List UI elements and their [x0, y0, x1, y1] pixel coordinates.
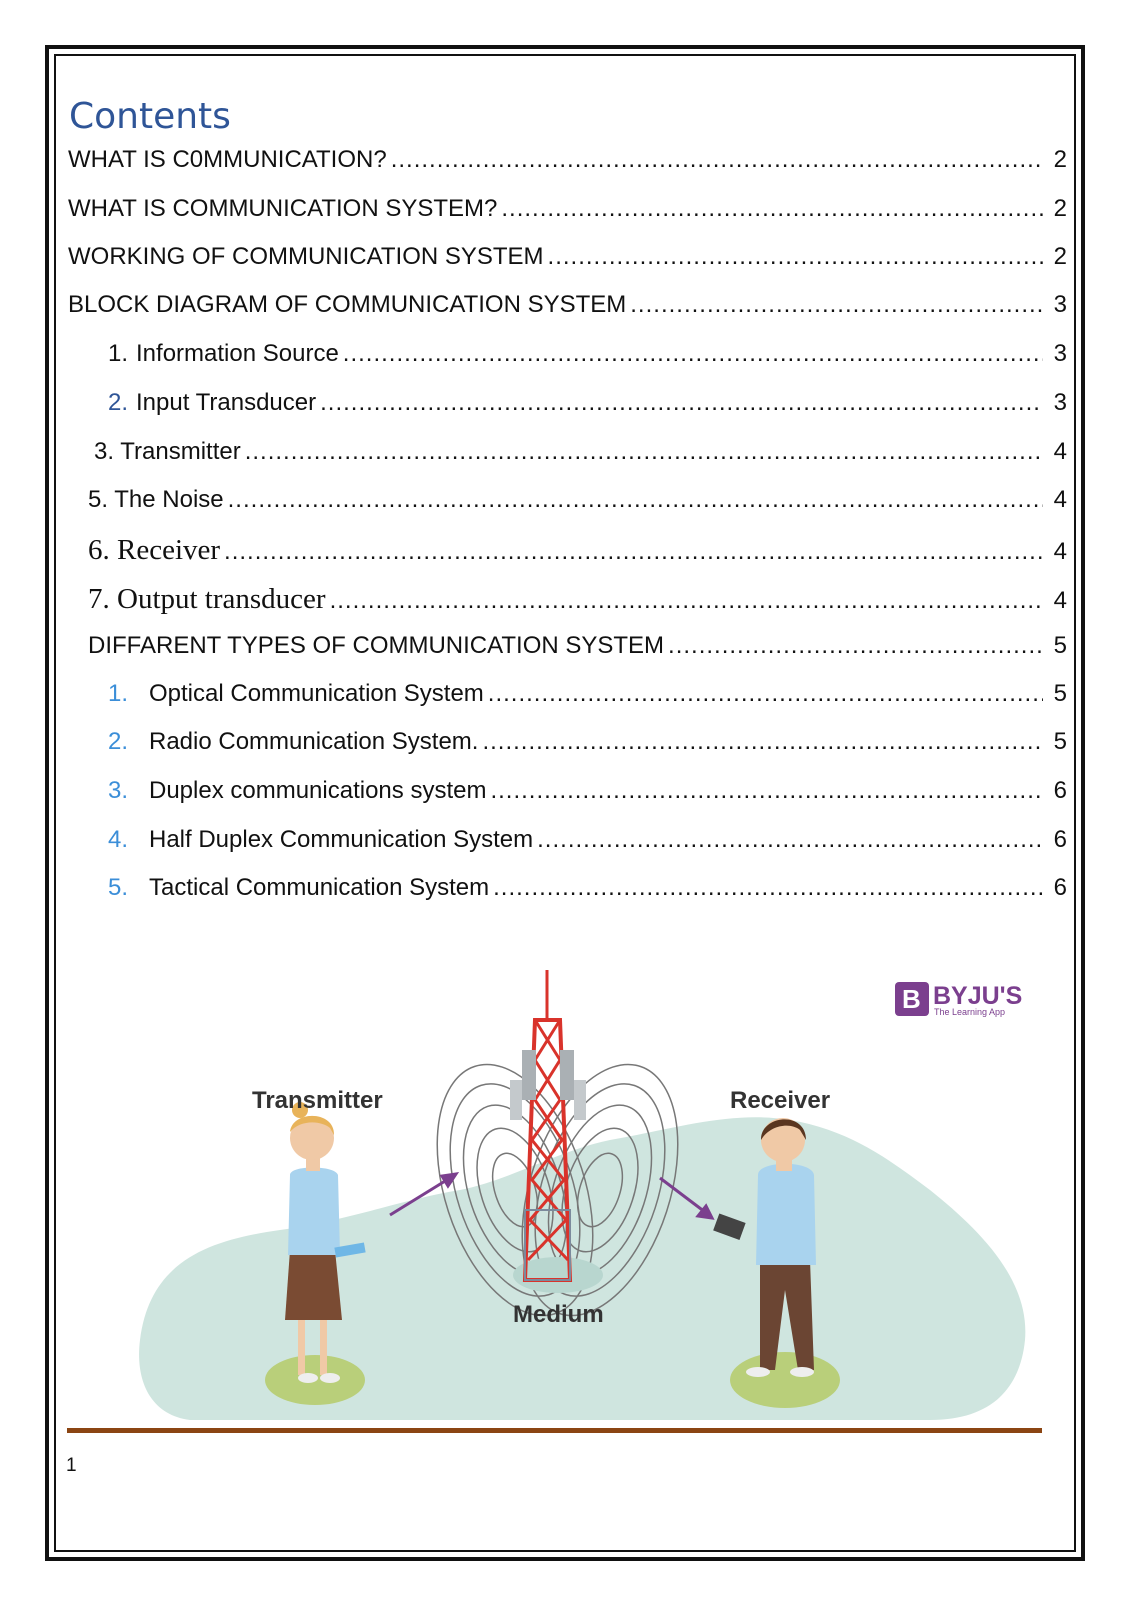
toc-entry-number: 4. — [108, 826, 129, 853]
toc-entry[interactable]: 4.Half Duplex Communication System6 — [108, 826, 1067, 856]
toc-entry[interactable]: 1.Information Source3 — [108, 340, 1067, 370]
toc-entry[interactable]: 5. The Noise4 — [88, 486, 1067, 516]
transmitter-label: Transmitter — [252, 1087, 383, 1114]
toc-entry-number: 5. — [108, 874, 129, 901]
toc-entry[interactable]: 2.Input Transducer3 — [108, 389, 1067, 419]
medium-label: Medium — [513, 1301, 604, 1328]
toc-entry-number: 3. — [108, 777, 129, 804]
brand-name: BYJU'S — [933, 982, 1022, 1010]
toc-entry[interactable]: WHAT IS C0MMUNICATION?2 — [68, 146, 1067, 176]
page-border-outer — [45, 45, 1085, 1561]
antenna-tower — [510, 970, 603, 1293]
toc-entry[interactable]: 3. Transmitter4 — [94, 438, 1067, 468]
toc-entry-number: 1. — [108, 680, 129, 707]
toc-entry[interactable]: 5.Tactical Communication System6 — [108, 874, 1067, 904]
toc-title: Contents — [69, 96, 231, 137]
toc-entry[interactable]: BLOCK DIAGRAM OF COMMUNICATION SYSTEM3 — [68, 291, 1067, 321]
transmitter-person — [265, 1102, 366, 1405]
toc-entry[interactable]: 7. Output transducer4 — [88, 583, 1067, 615]
communication-system-illustration: Transmitter Receiver Medium B BYJU'S The… — [139, 970, 1026, 1420]
toc-entry[interactable]: WORKING OF COMMUNICATION SYSTEM2 — [68, 243, 1067, 273]
page-number: 1 — [66, 1455, 77, 1476]
toc-entry[interactable]: WHAT IS COMMUNICATION SYSTEM?2 — [68, 195, 1067, 225]
toc-entry-number: 2. — [108, 728, 129, 755]
brand-tagline: The Learning App — [934, 1007, 1005, 1017]
toc-entry[interactable]: 1.Optical Communication System5 — [108, 680, 1067, 710]
footer-rule — [67, 1428, 1042, 1433]
radio-waves — [436, 1063, 679, 1317]
toc-entry[interactable]: 3.Duplex communications system6 — [108, 777, 1067, 807]
toc-entry-number: 1. — [108, 340, 129, 367]
toc-entry[interactable]: 6. Receiver4 — [88, 534, 1067, 566]
receiver-person — [713, 1118, 840, 1408]
page-border-inner — [54, 54, 1076, 1552]
toc-entry-number: 2. — [108, 389, 129, 416]
signal-arrows — [389, 1172, 715, 1220]
toc-entry[interactable]: DIFFARENT TYPES OF COMMUNICATION SYSTEM5 — [88, 632, 1067, 662]
toc-entry[interactable]: 2.Radio Communication System.5 — [108, 728, 1067, 758]
svg-text:B: B — [902, 984, 921, 1014]
receiver-label: Receiver — [730, 1087, 830, 1114]
byjus-logo: B BYJU'S The Learning App — [895, 982, 1022, 1017]
